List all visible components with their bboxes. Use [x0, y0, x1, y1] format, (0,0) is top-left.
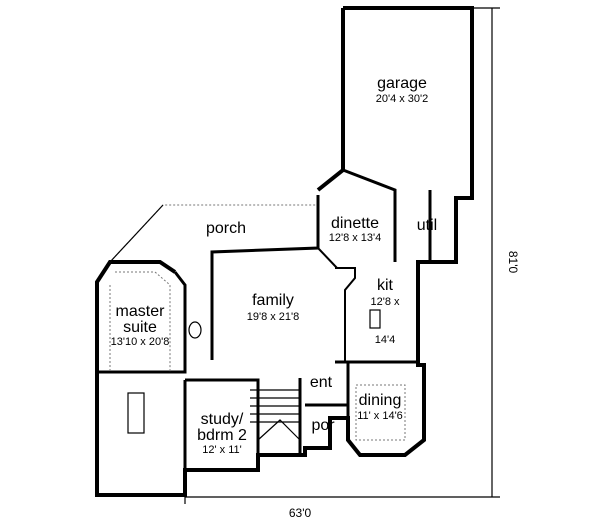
room-size: 20'4 x 30'2	[376, 93, 429, 105]
room-entry: ent	[310, 374, 333, 391]
bathtub	[127, 392, 145, 434]
room-study-bdrm2: study/ bdrm 2 12' x 11'	[197, 411, 247, 456]
room-name: kit	[377, 277, 394, 294]
room-util: util	[417, 217, 437, 234]
room-name: porch	[206, 220, 246, 237]
kitchen-island	[369, 309, 381, 329]
room-name: garage	[377, 75, 427, 92]
exterior-walls	[95, 6, 474, 497]
interior-walls	[97, 168, 432, 470]
room-dinette: dinette 12'8 x 13'4	[329, 215, 382, 244]
overall-width-label: 63'0	[289, 506, 312, 520]
room-name: ent	[310, 374, 333, 391]
room-name: master	[116, 303, 166, 320]
overall-depth-label: 81'0	[506, 251, 520, 274]
master-ceiling-outline	[109, 271, 171, 372]
room-name: dining	[359, 392, 402, 409]
room-name: util	[417, 217, 437, 234]
room-name: study/	[201, 411, 244, 428]
room-size: 19'8 x 21'8	[247, 311, 300, 323]
room-size: 12'8 x 13'4	[329, 232, 382, 244]
room-size-line2: 14'4	[375, 334, 395, 346]
room-name: por	[311, 417, 335, 434]
room-name-line2: bdrm 2	[197, 427, 247, 444]
room-master-suite: master suite 13'10 x 20'8	[111, 303, 170, 348]
room-name: dinette	[331, 215, 379, 232]
room-size: 12'8 x	[370, 296, 400, 308]
room-size: 12' x 11'	[202, 444, 241, 456]
room-family: family 19'8 x 21'8	[247, 292, 300, 323]
room-garage: garage 20'4 x 30'2	[376, 75, 429, 105]
room-name-line2: suite	[123, 319, 157, 336]
room-name: family	[252, 292, 294, 309]
room-porch-front: por	[311, 417, 335, 434]
fixtures	[109, 271, 406, 441]
stair-landing	[257, 419, 301, 441]
room-size: 13'10 x 20'8	[111, 336, 170, 348]
dining-ceiling-outline	[355, 384, 406, 441]
room-size: 11' x 14'6	[357, 410, 403, 422]
stair-treads	[250, 389, 300, 423]
garage-wall	[316, 8, 345, 192]
room-dining: dining 11' x 14'6	[357, 392, 403, 422]
toilet	[188, 321, 202, 339]
room-kitchen: kit 12'8 x 14'4	[370, 277, 400, 346]
porch-edge	[109, 204, 164, 263]
room-porch: porch	[206, 220, 246, 237]
